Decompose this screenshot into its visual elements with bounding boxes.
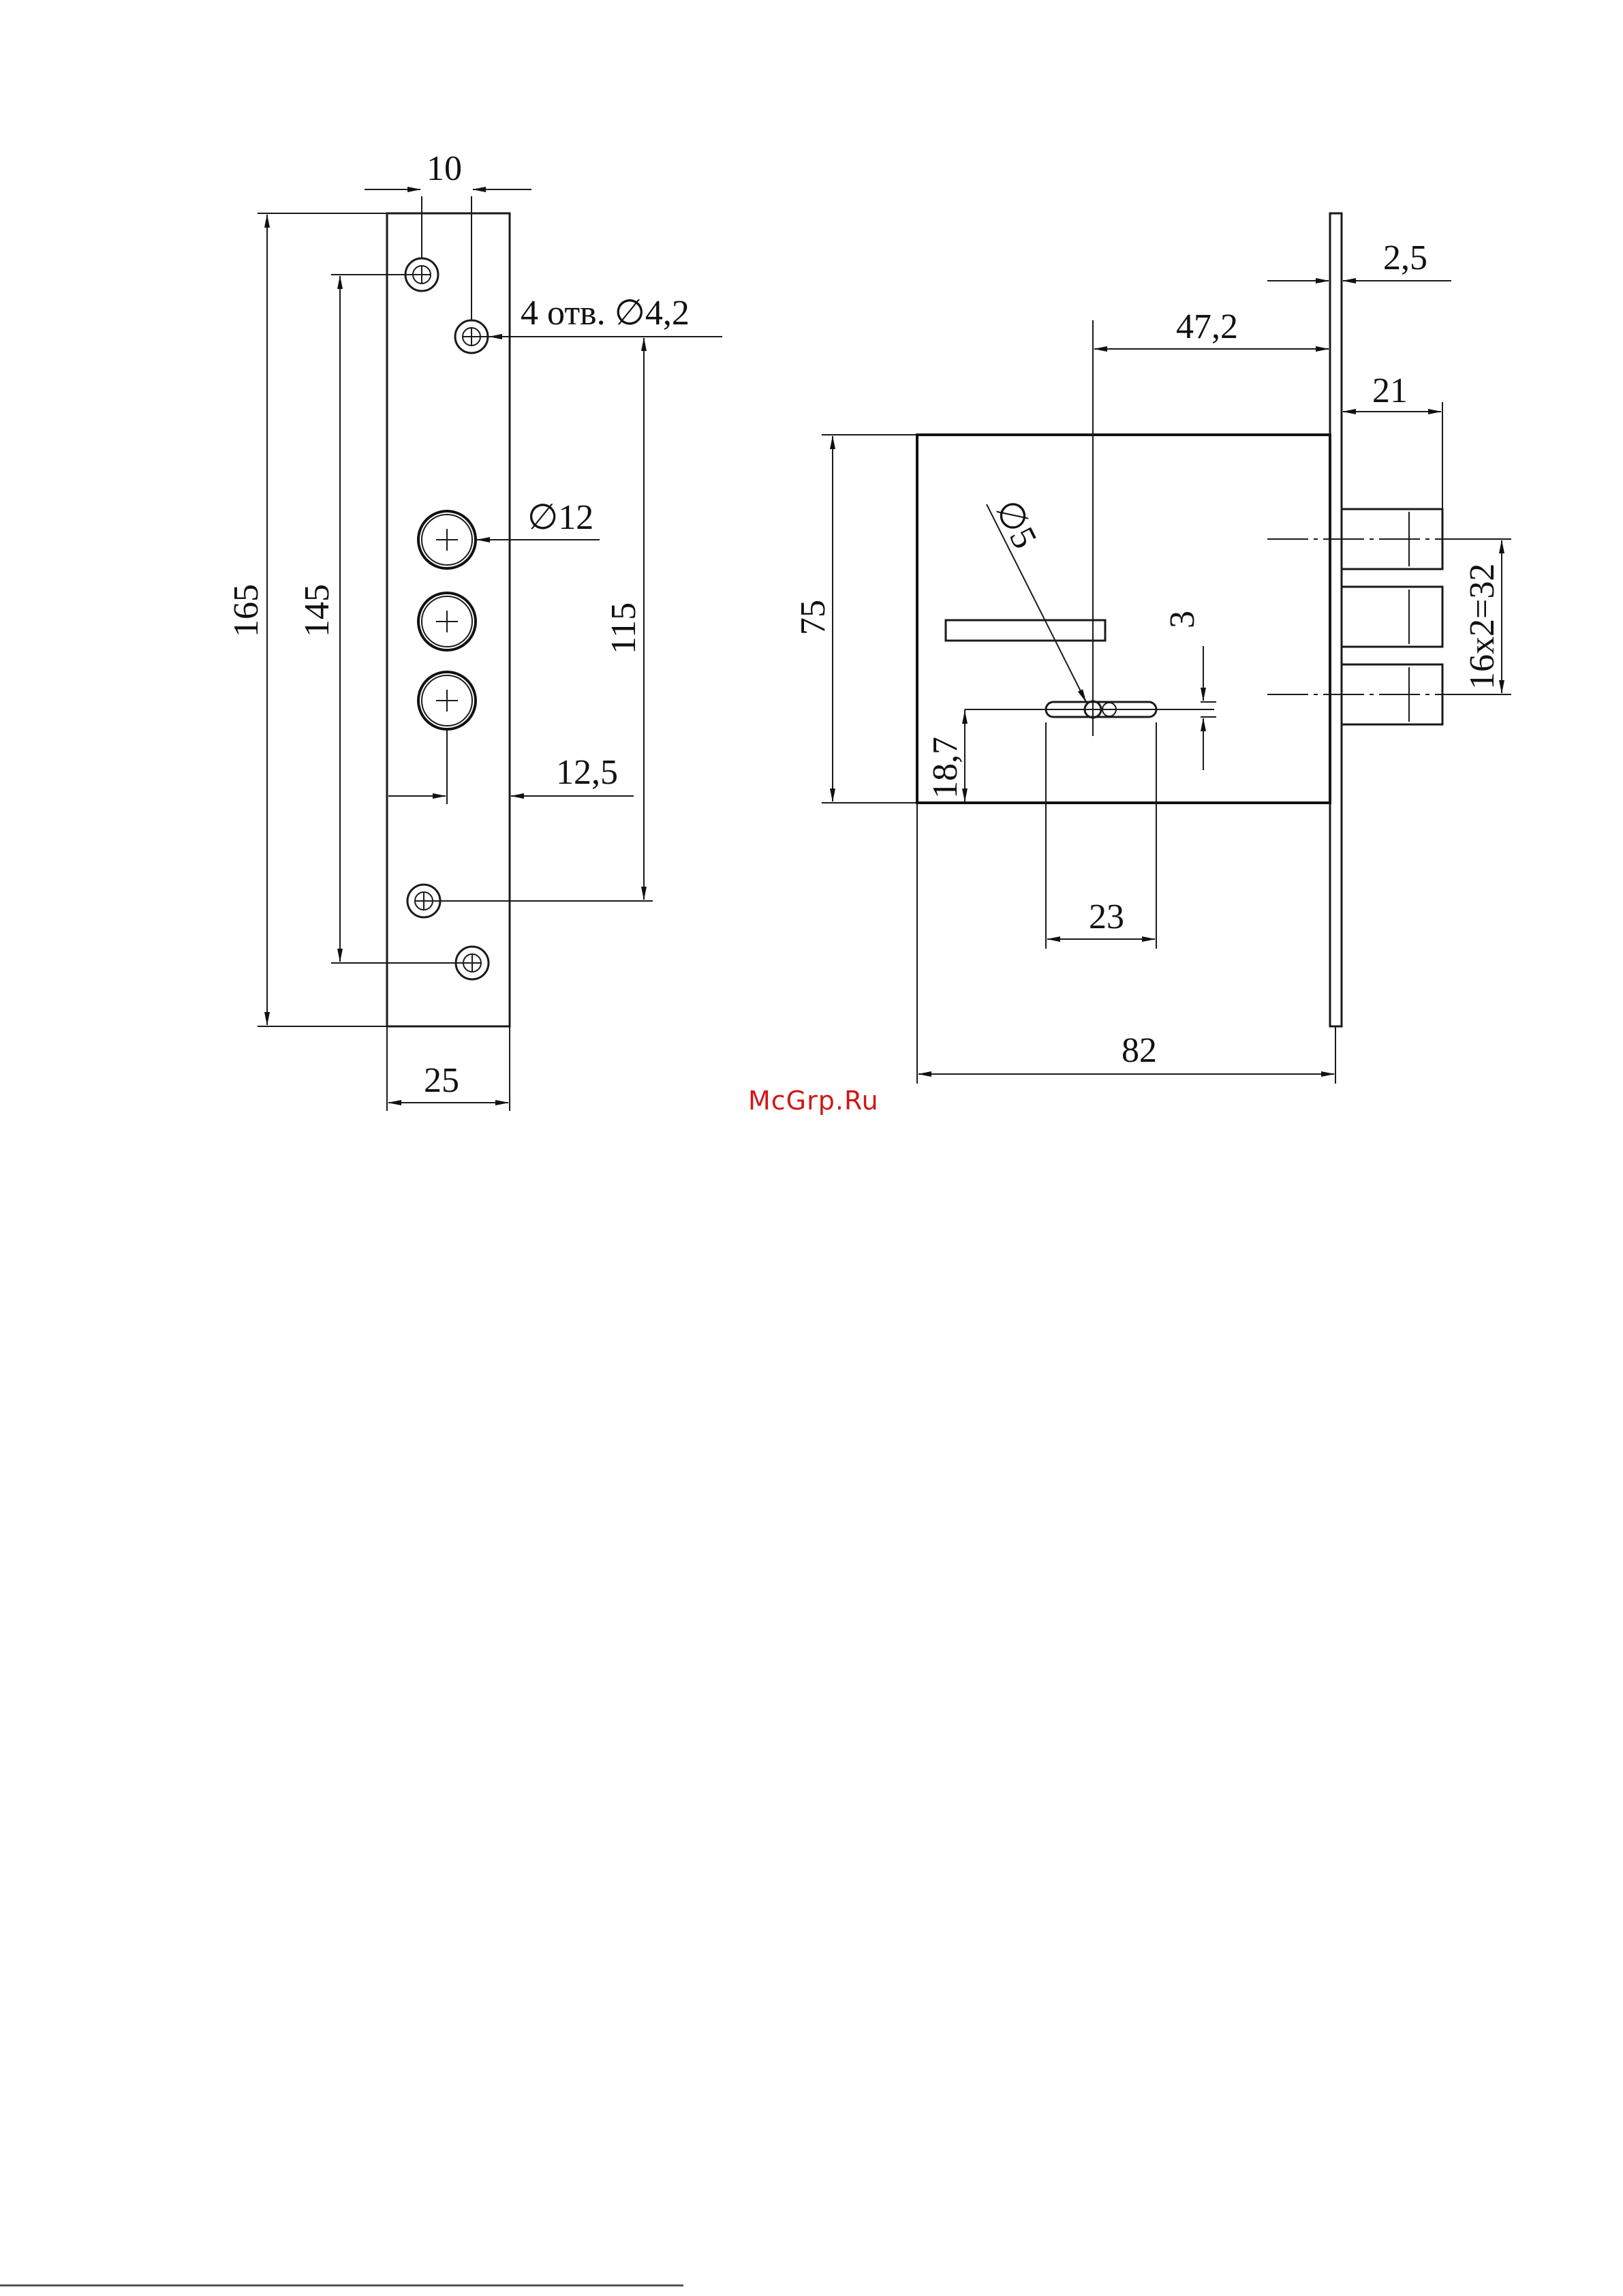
watermark: McGrp.Ru — [748, 1086, 879, 1116]
dim-holes: 4 отв. ∅4,2 — [489, 294, 722, 337]
dim-body-depth: 82 — [917, 803, 1335, 1084]
dim-hole-span-outer-label: 145 — [298, 584, 337, 637]
dim-hole-offset-label: 10 — [427, 149, 462, 188]
dim-hole-span-outer: 145 — [298, 275, 463, 963]
bolt-hole-1 — [418, 511, 476, 568]
dim-18-7: 18,7 — [926, 709, 965, 801]
dim-3: 3 — [1163, 611, 1216, 770]
dim-backset: 47,2 — [1094, 307, 1329, 349]
dim-holes-label: 4 отв. ∅4,2 — [521, 294, 690, 333]
dim-bolt-throw-label: 21 — [1372, 371, 1408, 410]
faceplate-side — [1330, 213, 1342, 1026]
dim-pin-dia: ∅5 — [987, 494, 1086, 702]
dim-bolt-dia: ∅12 — [477, 498, 600, 540]
front-view: 10 4 отв. ∅4,2 ∅12 165 145 — [227, 149, 722, 1111]
footer-divider — [0, 2284, 683, 2286]
side-view: 2,5 47,2 21 75 ∅5 — [794, 213, 1511, 1084]
dim-hole-span-inner: 115 — [429, 337, 653, 901]
dim-faceplate-thickness-label: 2,5 — [1383, 239, 1427, 277]
dim-bolt-throw: 21 — [1343, 371, 1442, 509]
bolt-hole-2 — [418, 593, 476, 650]
dim-bolt-spacing-label: 16х2=32 — [1463, 564, 1502, 690]
dim-bolt-spacing: 16х2=32 — [1442, 539, 1511, 694]
dim-overall-height-label: 165 — [227, 584, 266, 637]
dim-plate-width: 25 — [387, 1026, 510, 1111]
faceplate — [387, 213, 510, 1026]
dim-plate-width-label: 25 — [424, 1061, 459, 1100]
dim-hole-offset: 10 — [365, 149, 531, 320]
dim-body-depth-label: 82 — [1122, 1031, 1157, 1070]
dim-18-7-label: 18,7 — [926, 737, 965, 799]
dim-bolt-offset-label: 12,5 — [556, 753, 618, 792]
lock-body — [917, 435, 1330, 803]
bolts — [1267, 509, 1472, 724]
slot — [946, 620, 1105, 641]
dim-backset-label: 47,2 — [1176, 307, 1238, 346]
dim-faceplate-thickness: 2,5 — [1267, 239, 1451, 281]
dim-3-label: 3 — [1163, 611, 1202, 628]
dim-key-width-label: 23 — [1089, 898, 1124, 936]
dim-bolt-offset: 12,5 — [388, 729, 634, 804]
bolt-hole-3 — [418, 672, 476, 729]
dim-body-height: 75 — [794, 435, 917, 803]
dim-pin-dia-label: ∅5 — [987, 494, 1044, 555]
dim-key-width: 23 — [1046, 722, 1156, 949]
dim-hole-span-inner-label: 115 — [604, 602, 643, 654]
dim-body-height-label: 75 — [794, 600, 833, 635]
dim-bolt-dia-label: ∅12 — [527, 498, 593, 537]
